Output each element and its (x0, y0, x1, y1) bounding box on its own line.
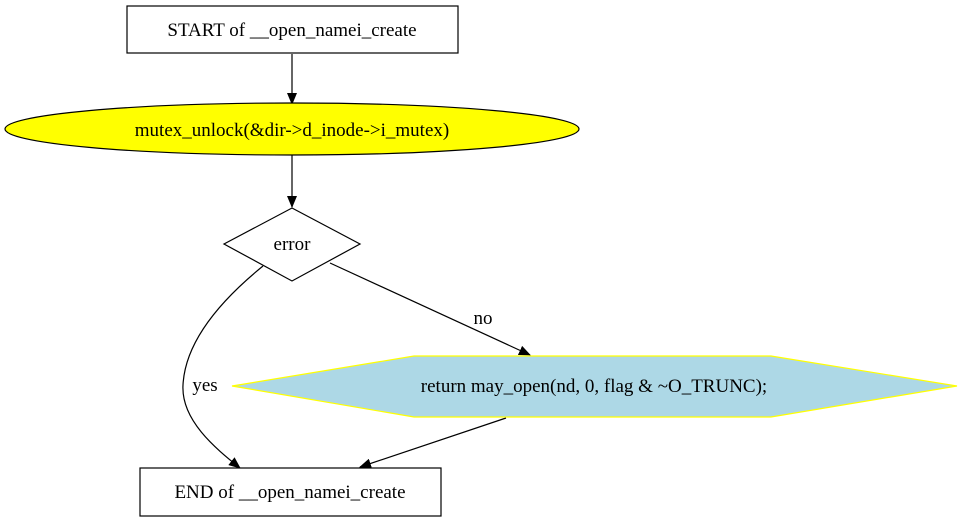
unlock-node: mutex_unlock(&dir->d_inode->i_mutex) (4, 102, 580, 156)
return-node: return may_open(nd, 0, flag & ~O_TRUNC); (231, 355, 958, 418)
edge-label-no: no (474, 308, 493, 329)
edges (182, 54, 531, 469)
edge-decision-to-end (182, 265, 264, 469)
unlock-node-label: mutex_unlock(&dir->d_inode->i_mutex) (135, 120, 449, 141)
start-node-label: START of __open_namei_create (167, 20, 416, 41)
end-node-label: END of __open_namei_create (174, 482, 405, 503)
unlock-node-shape (4, 102, 580, 156)
end-node: END of __open_namei_create (139, 467, 442, 517)
edge-decision-to-return (329, 262, 531, 356)
decision-node-label: error (274, 234, 312, 255)
edge-label-yes: yes (192, 375, 217, 396)
return-node-label: return may_open(nd, 0, flag & ~O_TRUNC); (421, 376, 767, 397)
decision-node: error (222, 207, 362, 282)
start-node: START of __open_namei_create (126, 5, 459, 54)
edge-return-to-end (359, 417, 507, 469)
return-node-shape (231, 355, 958, 418)
